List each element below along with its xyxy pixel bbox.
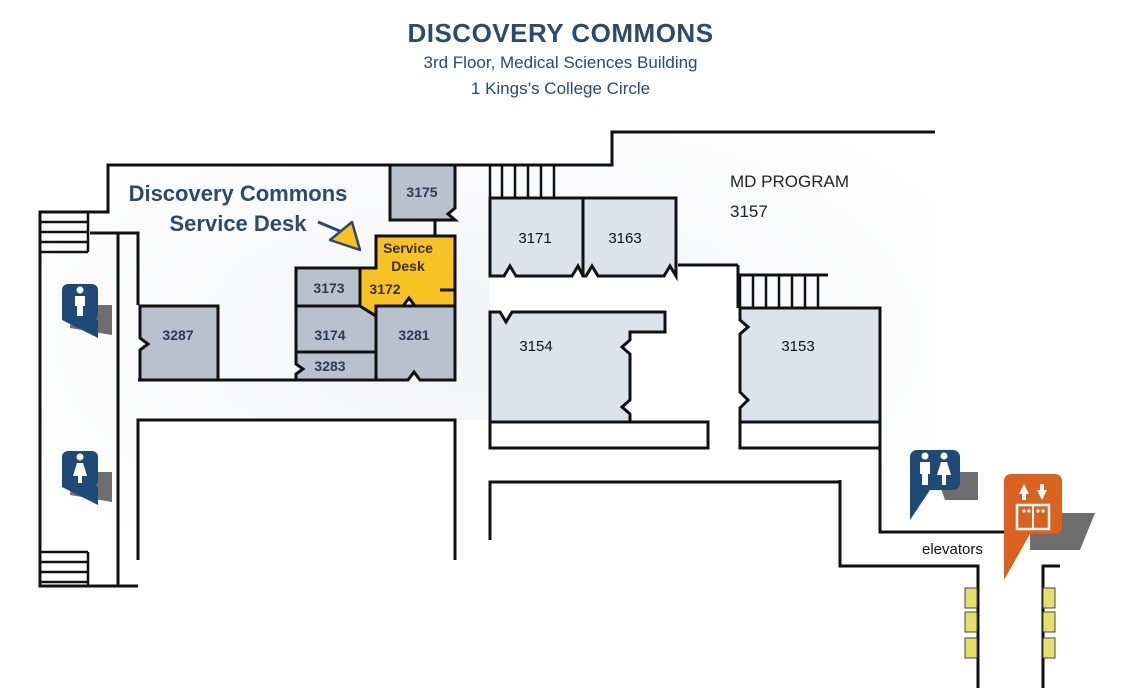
desk-label-line-2: Desk — [391, 258, 425, 274]
stairs-right — [738, 275, 820, 308]
elevators-label: elevators — [922, 541, 983, 558]
washroom-icon[interactable] — [910, 450, 978, 520]
label-3154: 3154 — [519, 338, 552, 355]
label-3287: 3287 — [162, 327, 193, 343]
room-3175 — [388, 163, 460, 222]
callout-title-line-2: Service Desk — [170, 211, 308, 236]
womens-washroom-icon[interactable] — [62, 451, 112, 505]
label-3171: 3171 — [518, 230, 551, 247]
counter-3153 — [738, 420, 882, 450]
elevator-doors-right — [1042, 587, 1056, 659]
room-3163 — [581, 196, 678, 282]
area-number: 3157 — [730, 202, 768, 221]
mens-washroom-icon[interactable] — [62, 284, 112, 338]
map-title: DISCOVERY COMMONS — [407, 18, 714, 48]
room-3154 — [488, 310, 667, 424]
room-3172-service-desk[interactable] — [358, 234, 457, 319]
label-3281: 3281 — [398, 327, 429, 343]
area-name: MD PROGRAM — [730, 172, 849, 191]
label-3173: 3173 — [313, 280, 344, 296]
label-3283: 3283 — [314, 358, 345, 374]
stairs-top — [488, 165, 556, 198]
room-3287 — [138, 304, 220, 382]
stairs-left-top — [40, 210, 90, 254]
counter-3154 — [488, 420, 710, 450]
label-3172: 3172 — [369, 281, 400, 297]
stairs-left-bottom — [40, 550, 90, 586]
room-3174 — [294, 304, 378, 354]
service-desk-arrow — [317, 220, 362, 252]
map-header: DISCOVERY COMMONS 3rd Floor, Medical Sci… — [0, 16, 1121, 102]
elevator-icon[interactable] — [1004, 474, 1095, 580]
desk-label-line-1: Service — [383, 240, 433, 256]
callout-title-line-1: Discovery Commons — [129, 181, 348, 206]
label-3153: 3153 — [781, 338, 814, 355]
room-3153 — [738, 306, 882, 424]
floor-area — [40, 132, 935, 586]
elevator-doors-left — [964, 587, 978, 659]
room-3281 — [374, 304, 457, 382]
label-3175: 3175 — [406, 184, 437, 200]
map-subtitle-floor: 3rd Floor, Medical Sciences Building — [423, 53, 698, 72]
label-3174: 3174 — [314, 327, 345, 343]
map-subtitle-address: 1 Kings’s College Circle — [470, 79, 651, 98]
label-3163: 3163 — [608, 230, 641, 247]
